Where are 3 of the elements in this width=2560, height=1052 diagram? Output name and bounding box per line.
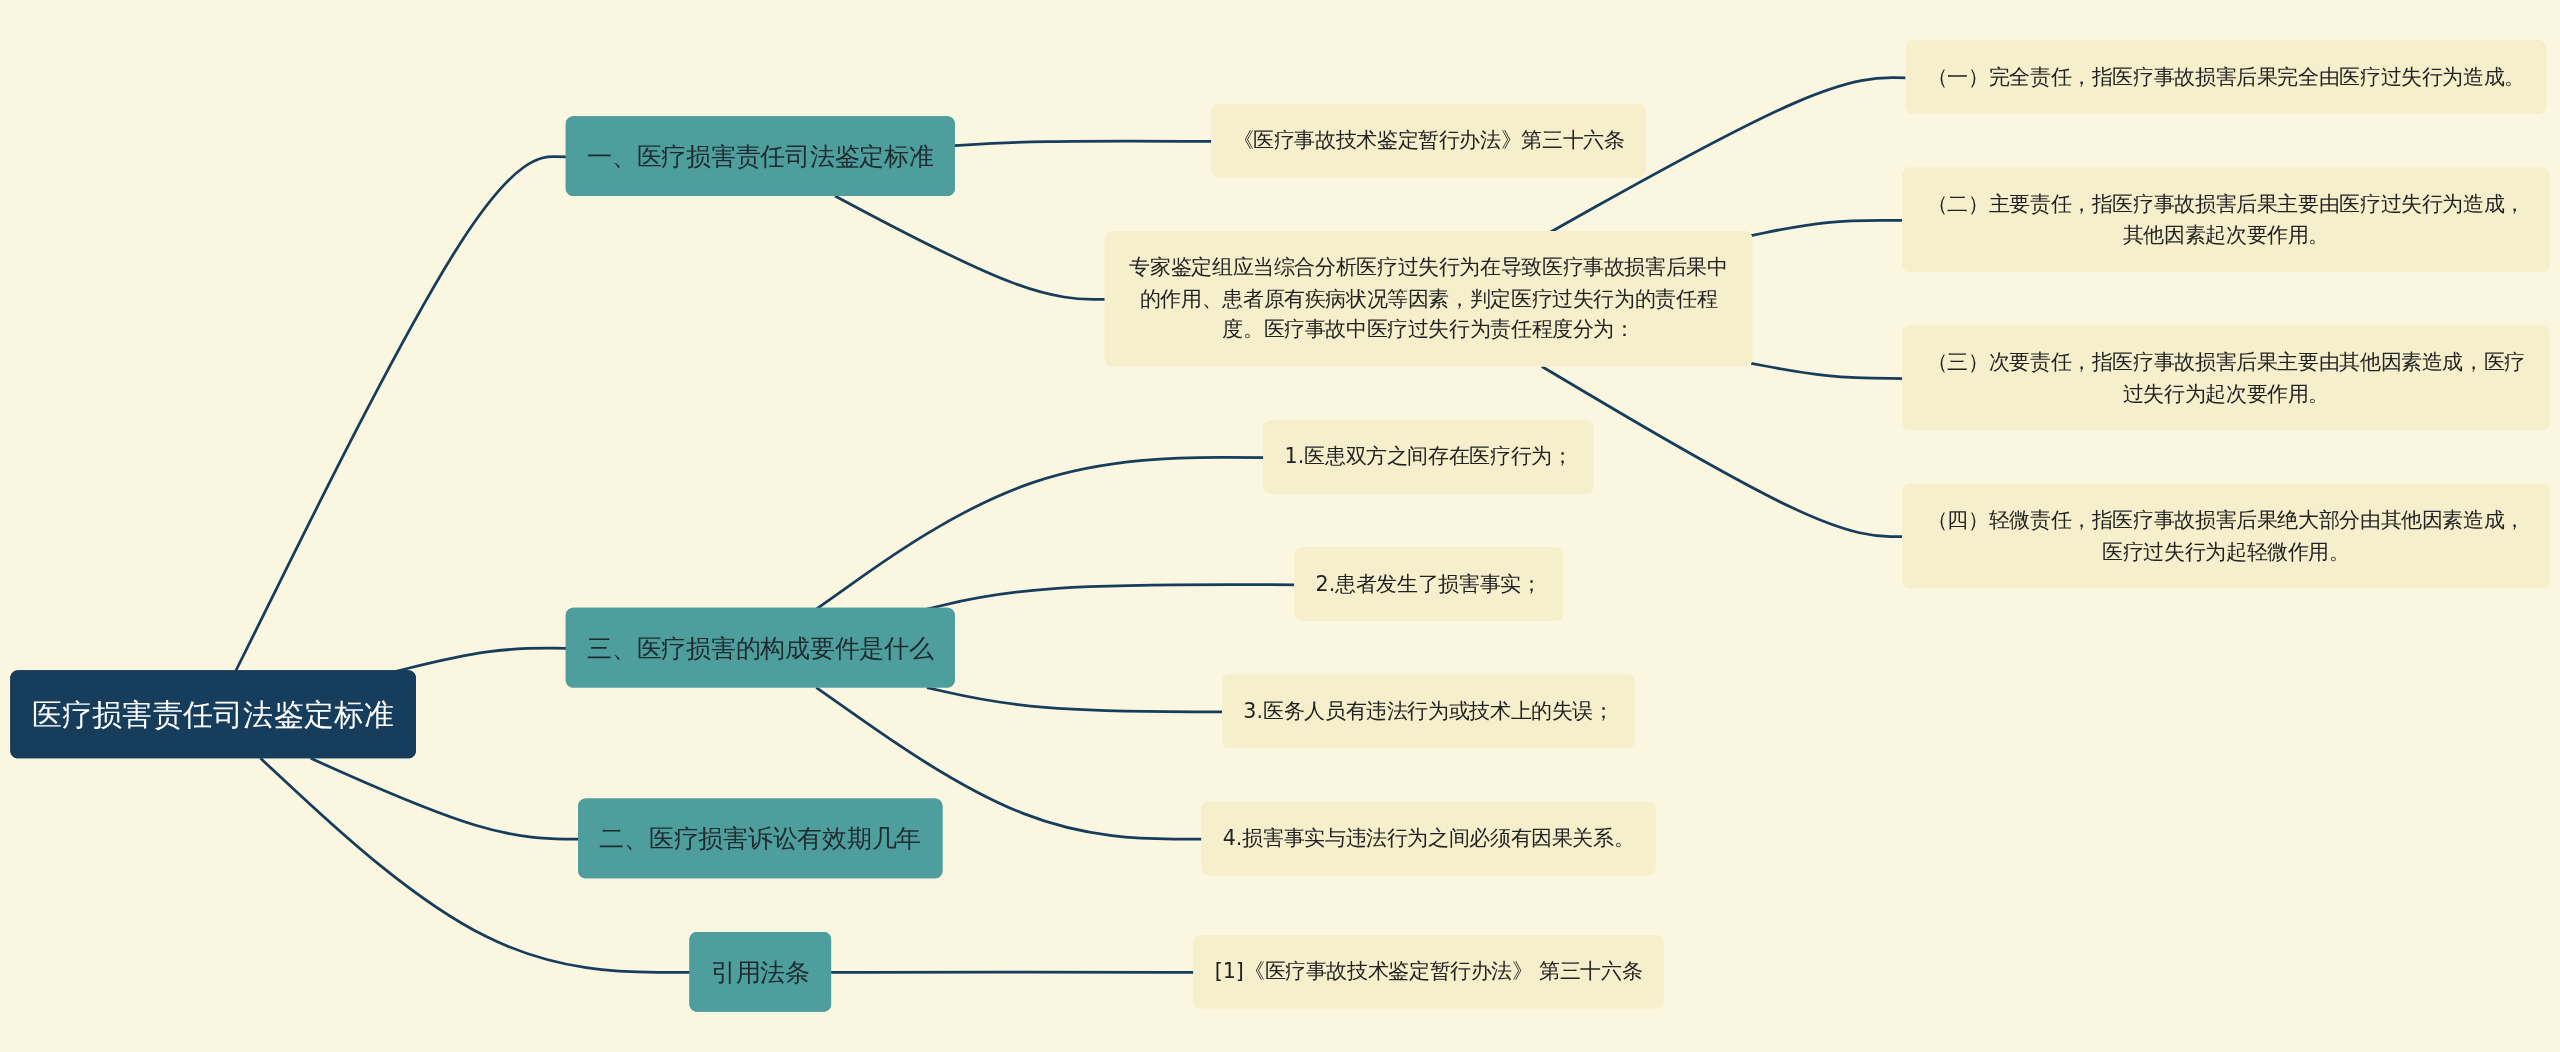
connector	[831, 970, 1195, 974]
connector	[259, 757, 691, 974]
connector	[815, 686, 1203, 841]
